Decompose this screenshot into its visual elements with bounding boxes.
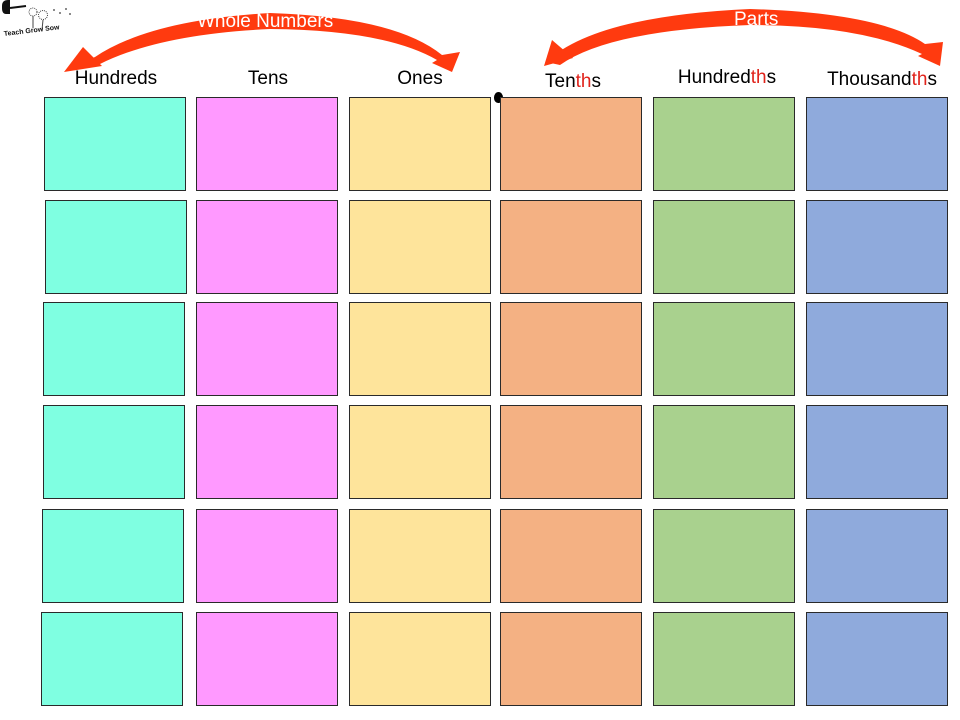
cell-tens-row-4 xyxy=(196,405,338,499)
watering-can-icon xyxy=(2,0,71,31)
header-hundredths: Hundredths xyxy=(678,68,776,87)
cell-tenths-row-6 xyxy=(500,612,642,706)
whole-numbers-arrow xyxy=(68,13,460,72)
cell-hundreds-row-5 xyxy=(42,509,184,603)
cell-tens-row-6 xyxy=(196,612,338,706)
cell-ones-row-5 xyxy=(349,509,491,603)
cell-tens-row-2 xyxy=(196,200,338,294)
cell-hundreds-row-2 xyxy=(45,200,187,294)
header-thousandths-part-hl: th xyxy=(911,69,928,90)
header-thousandths-part-pre: Thousand xyxy=(827,69,912,90)
header-tenths-part-post: s xyxy=(591,71,602,92)
cell-ones-row-4 xyxy=(349,405,491,499)
cell-hundredths-row-2 xyxy=(653,200,795,294)
cell-tens-row-3 xyxy=(196,302,338,396)
header-tenths-part-hl: th xyxy=(575,71,592,92)
header-hundredths-part-post: s xyxy=(766,67,777,88)
cell-hundreds-row-3 xyxy=(43,302,185,396)
cell-hundreds-row-4 xyxy=(43,405,185,499)
header-ones-part-pre: Ones xyxy=(397,68,443,89)
cell-thousandths-row-2 xyxy=(806,200,948,294)
whole-numbers-arrow-left-head xyxy=(64,47,102,72)
header-tens: Tens xyxy=(248,69,288,88)
header-thousandths-part-post: s xyxy=(927,69,937,90)
cell-hundreds-row-6 xyxy=(41,612,183,706)
cell-tenths-row-4 xyxy=(500,405,642,499)
parts-arrow xyxy=(546,9,943,66)
cell-tens-row-1 xyxy=(196,97,338,191)
cell-thousandths-row-3 xyxy=(806,302,948,396)
cell-ones-row-2 xyxy=(349,200,491,294)
parts-arrow-left-head xyxy=(544,40,573,66)
cell-thousandths-row-6 xyxy=(806,612,948,706)
cell-tenths-row-3 xyxy=(500,302,642,396)
header-hundredths-part-pre: Hundred xyxy=(677,67,751,88)
header-thousandths: Thousandths xyxy=(827,70,937,89)
cell-hundreds-row-1 xyxy=(44,97,186,191)
header-tens-part-pre: Tens xyxy=(247,68,289,89)
header-hundreds: Hundreds xyxy=(75,69,157,88)
header-hundreds-part-pre: Hundreds xyxy=(74,68,158,89)
header-tenths-part-pre: Ten xyxy=(545,71,576,92)
header-tenths: Tenths xyxy=(545,72,601,91)
cell-ones-row-1 xyxy=(349,97,491,191)
header-ones: Ones xyxy=(397,69,442,88)
cell-thousandths-row-5 xyxy=(806,509,948,603)
cell-hundredths-row-4 xyxy=(653,405,795,499)
cell-tens-row-5 xyxy=(196,509,338,603)
cell-hundredths-row-5 xyxy=(653,509,795,603)
cell-thousandths-row-1 xyxy=(806,97,948,191)
cell-tenths-row-2 xyxy=(500,200,642,294)
arrows-layer xyxy=(64,9,943,72)
cell-hundredths-row-6 xyxy=(653,612,795,706)
parts-label: Parts xyxy=(734,9,779,30)
cell-ones-row-6 xyxy=(349,612,491,706)
decimal-point xyxy=(494,92,503,103)
header-hundredths-part-hl: th xyxy=(750,67,767,88)
cell-thousandths-row-4 xyxy=(806,405,948,499)
teach-grow-sow-logo: Teach Grow Sow xyxy=(0,0,80,48)
cell-tenths-row-5 xyxy=(500,509,642,603)
cell-hundredths-row-3 xyxy=(653,302,795,396)
cell-tenths-row-1 xyxy=(500,97,642,191)
cell-hundredths-row-1 xyxy=(653,97,795,191)
cell-ones-row-3 xyxy=(349,302,491,396)
whole-numbers-label: Whole Numbers xyxy=(197,11,334,32)
